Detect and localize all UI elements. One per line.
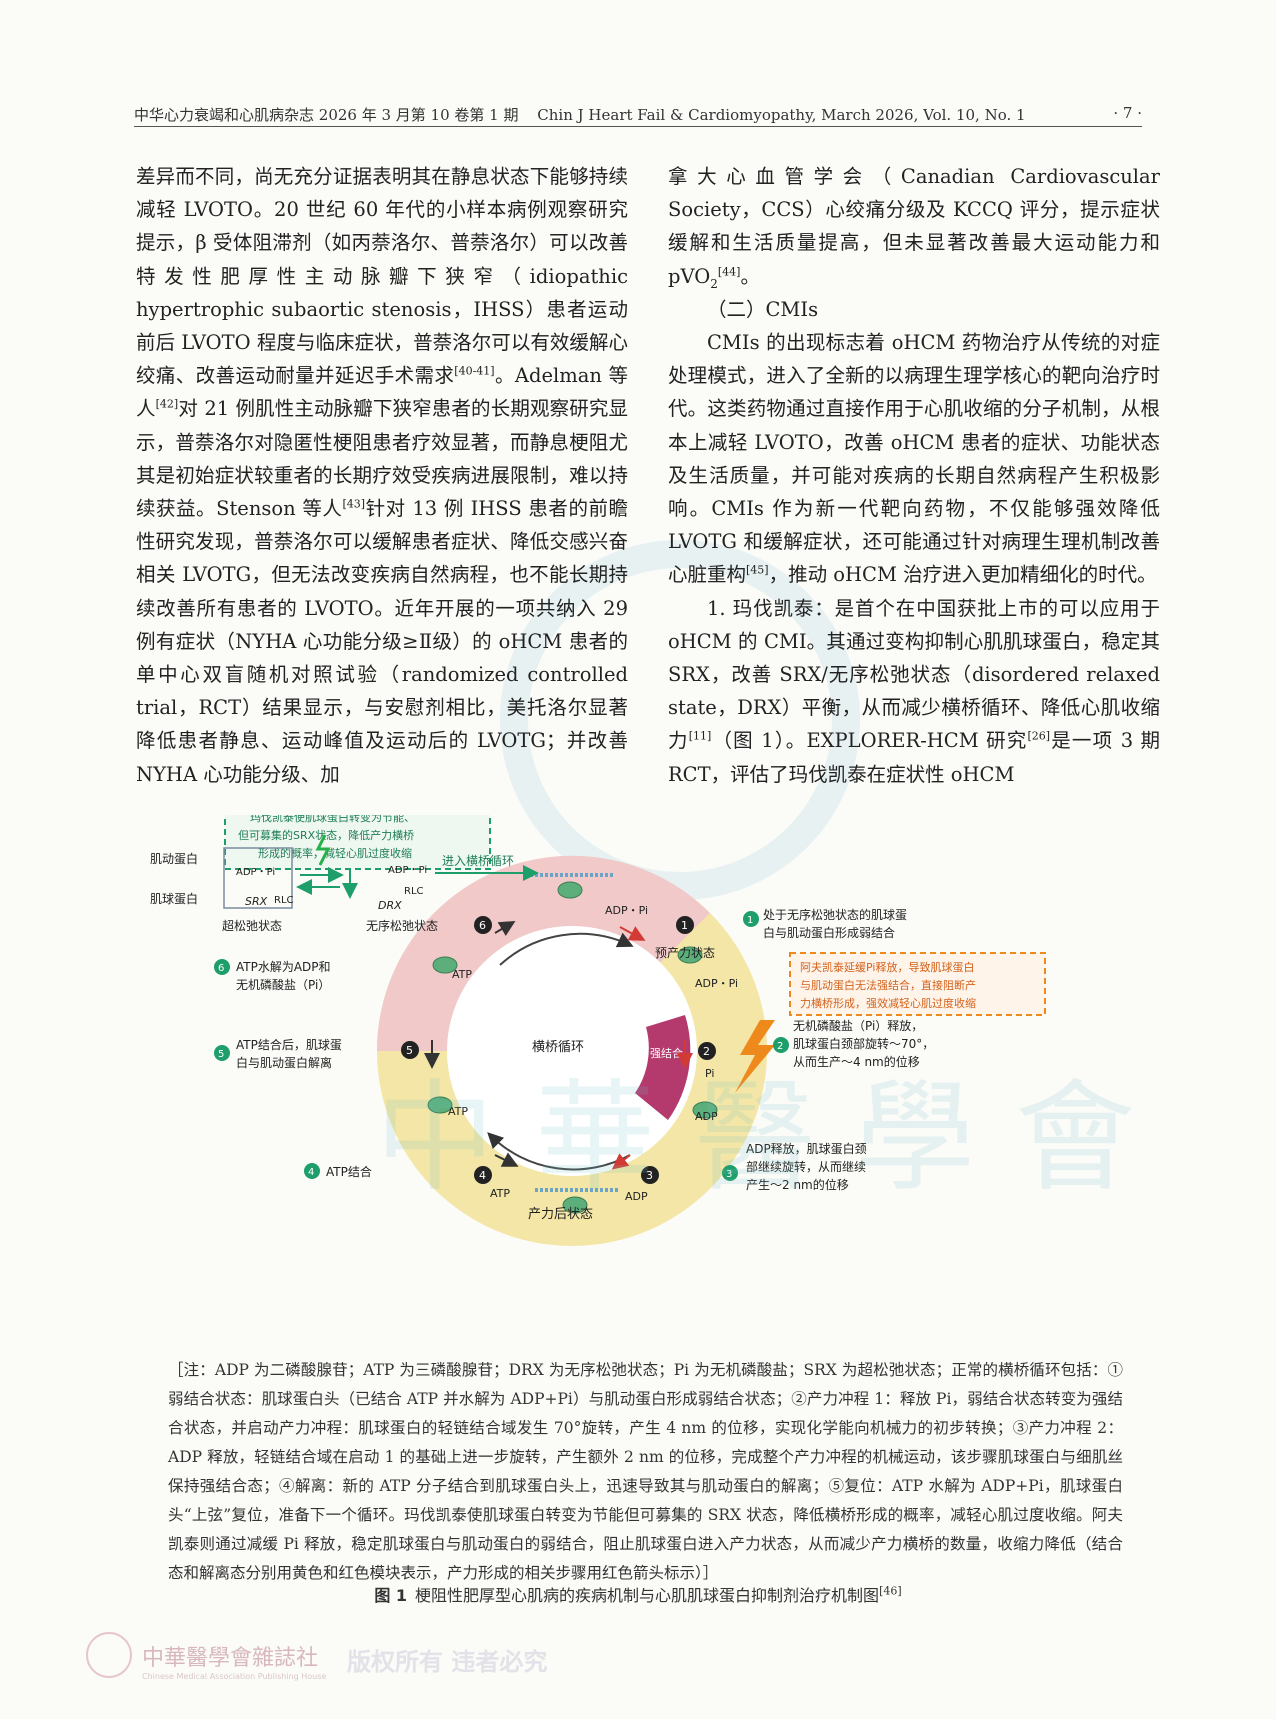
step4-note: 4 ATP结合 — [304, 1163, 372, 1179]
svg-text:3: 3 — [726, 1169, 732, 1180]
svg-text:部继续旋转，从而继续: 部继续旋转，从而继续 — [746, 1159, 866, 1174]
citation: [42] — [155, 397, 179, 411]
rlc-left: RLC — [274, 895, 294, 906]
step5-note: 5 ATP结合后，肌球蛋 白与肌动蛋白解离 — [214, 1037, 342, 1070]
actin-label: 肌动蛋白 — [150, 851, 198, 866]
step-markers: 1 2 3 4 5 6 — [401, 916, 716, 1184]
lightning-icon — [735, 1020, 775, 1093]
svg-text:1: 1 — [747, 915, 753, 926]
citation: [11] — [688, 729, 712, 743]
svg-text:无机磷酸盐（Pi）释放，: 无机磷酸盐（Pi）释放， — [793, 1018, 923, 1033]
step1-note: 1 处于无序松弛状态的肌球蛋 白与肌动蛋白形成弱结合 — [743, 907, 907, 940]
atp-label-left: ATP — [448, 1105, 468, 1118]
svg-text:阿夫凯泰延缓Pi释放，导致肌球蛋白: 阿夫凯泰延缓Pi释放，导致肌球蛋白 — [800, 960, 974, 974]
srx-box — [223, 847, 293, 909]
atp-label-upper-left: ATP — [452, 968, 472, 981]
step6-note: 6 ATP水解为ADP和 无机磷酸盐（Pi） — [214, 959, 331, 992]
rlc-right: RLC — [404, 886, 424, 897]
citation: [46] — [879, 1584, 902, 1598]
atp-label-bottom: ATP — [490, 1187, 510, 1200]
svg-text:从而生产～4 nm的位移: 从而生产～4 nm的位移 — [793, 1054, 920, 1069]
super-relaxed-label: 超松弛状态 — [222, 918, 282, 933]
strong-binding-sector — [635, 1015, 691, 1120]
svg-text:白与肌动蛋白解离: 白与肌动蛋白解离 — [236, 1055, 332, 1070]
strong-bind-label: 强结合 — [650, 1046, 683, 1060]
right-paragraph-1: 拿大心血管学会（Canadian Cardiovascular Society，… — [668, 165, 1160, 291]
mavacamten-box: 玛伐凯泰使肌球蛋白转变为节能、 但可募集的SRX状态，降低产力横桥 形成的概率，… — [224, 815, 491, 870]
adp-pi-top: ADP・Pi — [605, 904, 648, 917]
svg-text:形成的概率，减轻心肌过度收缩: 形成的概率，减轻心肌过度收缩 — [258, 846, 412, 860]
page-number: · 7 · — [1113, 104, 1142, 122]
aficamten-box: 阿夫凯泰延缓Pi释放，导致肌球蛋白 与肌动蛋白无法强结合，直接阻断产 力横桥形成… — [789, 952, 1046, 1016]
svg-text:产生～2 nm的位移: 产生～2 nm的位移 — [746, 1177, 849, 1192]
svg-text:ADP释放，肌球蛋白颈: ADP释放，肌球蛋白颈 — [746, 1141, 867, 1156]
left-paragraph: 差异而不同，尚无充分证据表明其在静息状态下能够持续减轻 LVOTO。20 世纪 … — [136, 165, 628, 786]
right-paragraph-2: CMIs 的出现标志着 oHCM 药物治疗从传统的对症处理模式，进入了全新的以病… — [668, 331, 1160, 587]
transition-arrows — [424, 920, 693, 1170]
svg-text:4: 4 — [308, 1167, 314, 1178]
citation: [43] — [342, 497, 366, 511]
myosin-heads — [427, 881, 718, 1214]
right-paragraph-3: 1. 玛伐凯泰：是首个在中国获批上市的可以应用于 oHCM 的 CMI。其通过变… — [668, 596, 1160, 786]
adp-pi-right: ADP・Pi — [695, 977, 738, 990]
citation: [44] — [717, 265, 741, 279]
header-rule — [134, 126, 1142, 127]
left-column: 差异而不同，尚无充分证据表明其在静息状态下能够持续减轻 LVOTO。20 世纪 … — [136, 160, 628, 791]
svg-text:6: 6 — [218, 963, 224, 974]
svg-text:1: 1 — [681, 919, 688, 932]
right-column: 拿大心血管学会（Canadian Cardiovascular Society，… — [668, 160, 1160, 791]
svg-text:5: 5 — [406, 1044, 413, 1057]
citation: [40-41] — [454, 364, 495, 378]
running-header: 中华心力衰竭和心肌病杂志 2026 年 3 月第 10 卷第 1 期 Chin … — [134, 104, 1142, 125]
svg-text:但可募集的SRX状态，降低产力横桥: 但可募集的SRX状态，降低产力横桥 — [238, 828, 414, 842]
svg-text:白与肌动蛋白形成弱结合: 白与肌动蛋白形成弱结合 — [763, 925, 895, 940]
post-power-state: 产力后状态 — [528, 1207, 593, 1222]
svg-text:2: 2 — [777, 1041, 783, 1052]
adp-label-bottom: ADP — [625, 1190, 648, 1203]
svg-text:6: 6 — [479, 919, 486, 932]
svg-text:玛伐凯泰使肌球蛋白转变为节能、: 玛伐凯泰使肌球蛋白转变为节能、 — [250, 815, 415, 824]
citation: [45] — [746, 563, 769, 577]
cycle-ring — [376, 855, 767, 1246]
lightning-icon — [315, 834, 331, 866]
svg-text:5: 5 — [218, 1049, 224, 1060]
pre-power-state: 预产力状态 — [655, 946, 715, 960]
svg-text:3: 3 — [646, 1169, 653, 1182]
publisher-name-en: Chinese Medical Association Publishing H… — [142, 1672, 327, 1681]
copyright-slogan: 版权所有 违者必究 — [347, 1648, 548, 1676]
svg-text:与肌动蛋白无法强结合，直接阻断产: 与肌动蛋白无法强结合，直接阻断产 — [800, 978, 976, 992]
svg-text:力横桥形成，强效减轻心肌过度收缩: 力横桥形成，强效减轻心肌过度收缩 — [800, 996, 976, 1010]
svg-text:处于无序松弛状态的肌球蛋: 处于无序松弛状态的肌球蛋 — [763, 907, 907, 922]
svg-text:ATP结合后，肌球蛋: ATP结合后，肌球蛋 — [236, 1037, 342, 1052]
pi-label: Pi — [705, 1067, 714, 1080]
drx-adp-pi: ADP・Pi — [388, 865, 427, 876]
svg-text:ATP结合: ATP结合 — [326, 1164, 372, 1179]
step3-note: 3 ADP释放，肌球蛋白颈 部继续旋转，从而继续 产生～2 nm的位移 — [722, 1141, 867, 1192]
svg-text:ATP水解为ADP和: ATP水解为ADP和 — [236, 960, 331, 974]
adp-label-right: ADP — [695, 1110, 718, 1123]
cycle-center-label: 横桥循环 — [532, 1040, 584, 1055]
journal-name-en: Chin J Heart Fail & Cardiomyopathy, Marc… — [537, 106, 1026, 124]
svg-text:肌球蛋白颈部旋转～70°，: 肌球蛋白颈部旋转～70°， — [793, 1036, 934, 1051]
srx-label: SRX — [245, 895, 268, 908]
section-heading: （二）CMIs — [707, 297, 819, 321]
svg-text:2: 2 — [703, 1045, 710, 1058]
publisher-name: 中華醫學會雜誌社 — [142, 1646, 319, 1671]
svg-text:无机磷酸盐（Pi）: 无机磷酸盐（Pi） — [236, 977, 330, 992]
figure-caption: ［注：ADP 为二磷酸腺苷；ATP 为三磷酸腺苷；DRX 为无序松弛状态；Pi … — [168, 1361, 1123, 1582]
enter-cycle-label: 进入横桥循环 — [442, 854, 514, 868]
disordered-label: 无序松弛状态 — [366, 918, 438, 933]
myosin-label: 肌球蛋白 — [150, 891, 198, 906]
crossbridge-cycle-figure: 横桥循环 强结合 ADP・Pi 预产力状态 ADP・Pi Pi ADP ADP … — [150, 815, 1046, 1246]
journal-name-cn: 中华心力衰竭和心肌病杂志 2026 年 3 月第 10 卷第 1 期 — [134, 106, 519, 124]
srx-adp-pi: ADP・Pi — [236, 867, 275, 878]
publisher-logo — [86, 1632, 132, 1678]
svg-text:4: 4 — [479, 1169, 486, 1182]
citation: [26] — [1027, 729, 1051, 743]
cycle-arrow — [499, 932, 634, 966]
step2-note: 2 无机磷酸盐（Pi）释放， 肌球蛋白颈部旋转～70°， 从而生产～4 nm的位… — [773, 1018, 934, 1069]
drx-label: DRX — [378, 899, 402, 912]
